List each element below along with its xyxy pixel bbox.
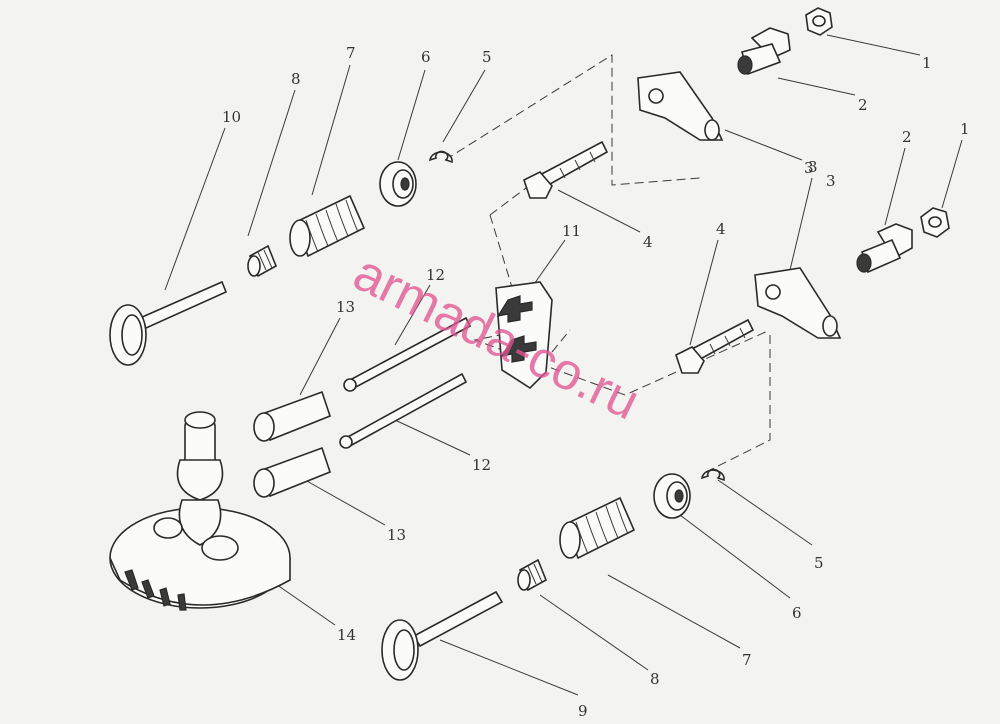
- callout-10: 10: [222, 108, 241, 126]
- callout-5-upper: 5: [482, 48, 492, 66]
- callout-4-lower: 4: [716, 220, 726, 238]
- callout-2-lower: 2: [902, 128, 912, 146]
- callout-2-upper: 2: [858, 96, 868, 114]
- nut-upper: [805, 7, 833, 36]
- camshaft-gear: [109, 411, 291, 611]
- callout-1-upper: 1: [922, 54, 932, 72]
- rocker-arm-upper: [637, 71, 724, 141]
- push-rod-upper: [343, 316, 472, 392]
- spring-retainer-lower: [653, 473, 691, 519]
- rocker-stud-lower: [675, 318, 755, 374]
- rocker-arm-lower: [754, 267, 842, 339]
- callout-14: 14: [337, 626, 356, 644]
- callout-3-lower-a: 3: [808, 158, 818, 176]
- push-rod-lower: [339, 372, 468, 449]
- stem-seal-lower: [517, 558, 548, 592]
- callout-3-lower-b: 3: [826, 172, 836, 190]
- assembly-dashed-lines: [444, 54, 771, 471]
- callout-9: 9: [578, 702, 588, 720]
- callout-6-lower: 6: [792, 604, 802, 622]
- callout-3-upper: 3: [804, 159, 814, 177]
- callout-8-lower: 8: [650, 670, 660, 688]
- callout-1-lower: 1: [960, 120, 970, 138]
- valve-keeper-lower: [701, 468, 725, 482]
- valve-keeper-upper: [429, 150, 453, 164]
- callout-5-lower: 5: [814, 554, 824, 572]
- callout-12-lower: 12: [472, 456, 491, 474]
- callout-7-lower: 7: [742, 651, 752, 669]
- push-rod-guide-plate: [495, 281, 553, 390]
- callout-8-upper: 8: [291, 70, 301, 88]
- callout-13-upper: 13: [336, 298, 355, 316]
- callout-7-upper: 7: [346, 44, 356, 62]
- exhaust-valve: [381, 590, 504, 681]
- callout-6-upper: 6: [421, 48, 431, 66]
- rocker-stud-upper: [523, 140, 609, 199]
- callout-13-lower: 13: [387, 526, 406, 544]
- callout-labels: 1 2 3 4 5 6 7 8 10 1 2 3 3 4 11 12 13 12…: [222, 44, 970, 720]
- tappet-upper: [253, 390, 331, 442]
- valve-spring-upper: [289, 194, 366, 258]
- watermark-text: armada-co.ru: [345, 244, 648, 432]
- tappet-lower: [253, 446, 331, 498]
- leader-lines: [164, 34, 963, 696]
- pivot-stud-upper: [737, 27, 791, 76]
- callout-4-upper: 4: [643, 233, 653, 251]
- callout-12-upper: 12: [426, 266, 445, 284]
- intake-valve: [109, 280, 228, 366]
- callout-11: 11: [562, 222, 581, 240]
- valve-spring-lower: [559, 496, 636, 560]
- spring-retainer-upper: [379, 161, 417, 207]
- stem-seal-upper: [247, 244, 278, 278]
- nut-lower: [920, 207, 950, 238]
- pivot-stud-lower: [856, 223, 913, 274]
